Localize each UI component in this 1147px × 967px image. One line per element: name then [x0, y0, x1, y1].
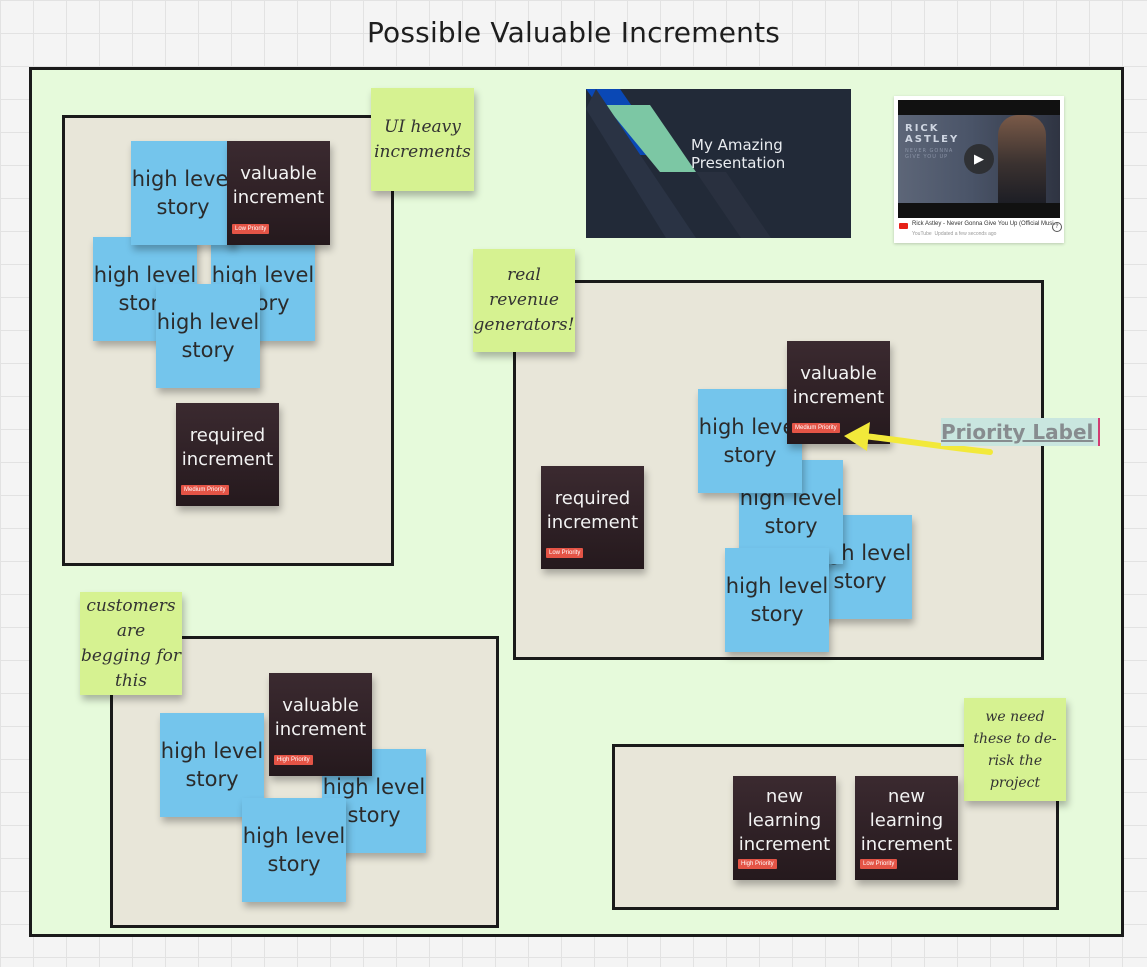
required-increment-card[interactable]: required increment Medium Priority: [176, 403, 279, 506]
video-meta: YouTube Updated a few seconds ago: [912, 231, 996, 237]
video-thumb-title: RICK ASTLEY: [905, 123, 960, 145]
presentation-title: My Amazing Presentation: [691, 136, 786, 172]
help-icon[interactable]: ?: [1052, 222, 1062, 232]
valuable-increment-card[interactable]: valuable increment High Priority: [269, 673, 372, 776]
card-text: valuable increment: [274, 694, 367, 740]
video-source: YouTube: [912, 231, 932, 237]
video-embed[interactable]: RICK ASTLEY NEVER GONNA GIVE YOU UP ▶ Ri…: [894, 96, 1064, 243]
note-revenue[interactable]: real revenue generators!: [473, 249, 575, 352]
video-thumbnail[interactable]: RICK ASTLEY NEVER GONNA GIVE YOU UP ▶: [898, 100, 1060, 218]
story-text: high level story: [156, 309, 260, 363]
story-card[interactable]: high level story: [156, 284, 260, 388]
board-title: Possible Valuable Increments: [366, 16, 781, 49]
story-text: high level story: [698, 414, 802, 468]
priority-label-callout[interactable]: Priority Label: [941, 418, 1100, 446]
story-card[interactable]: high level story: [160, 713, 264, 817]
card-text: valuable increment: [232, 163, 325, 208]
new-learning-increment-card[interactable]: new learning increment Low Priority: [855, 776, 958, 880]
note-derisk[interactable]: we need these to de-risk the project: [964, 698, 1066, 801]
story-card[interactable]: high level story: [242, 798, 346, 902]
story-text: high level story: [322, 774, 426, 828]
valuable-increment-card[interactable]: valuable increment Low Priority: [227, 141, 330, 245]
video-frame: RICK ASTLEY NEVER GONNA GIVE YOU UP ▶: [898, 115, 1060, 203]
priority-tag: Low Priority: [232, 224, 270, 234]
video-person: [998, 115, 1046, 203]
note-text: UI heavy increments: [374, 116, 471, 162]
presentation-embed[interactable]: My Amazing Presentation: [586, 89, 851, 238]
story-text: high level story: [725, 573, 829, 627]
story-card[interactable]: high level story: [698, 389, 802, 493]
note-text: customers are begging for this: [80, 595, 182, 691]
note-customers[interactable]: customers are begging for this: [80, 592, 182, 695]
presentation-graphic: [586, 89, 771, 238]
story-text: high level story: [160, 738, 264, 792]
note-text: we need these to de-risk the project: [973, 708, 1057, 791]
card-text: required increment: [181, 424, 274, 470]
priority-tag: Medium Priority: [181, 485, 229, 495]
note-ui-heavy[interactable]: UI heavy increments: [371, 88, 474, 191]
video-thumb-subtitle: NEVER GONNA GIVE YOU UP: [905, 148, 954, 160]
story-text: high level story: [242, 823, 346, 877]
play-icon[interactable]: ▶: [964, 144, 994, 174]
priority-tag: Low Priority: [860, 859, 898, 869]
card-text: new learning increment: [738, 786, 831, 855]
priority-tag: High Priority: [738, 859, 777, 869]
priority-tag: High Priority: [274, 755, 313, 765]
priority-tag: Low Priority: [546, 548, 584, 558]
valuable-increment-card[interactable]: valuable increment Medium Priority: [787, 341, 890, 444]
note-text: real revenue generators!: [473, 265, 575, 335]
card-text: required increment: [546, 487, 639, 533]
story-card[interactable]: high level story: [131, 141, 235, 245]
youtube-icon: [899, 223, 908, 229]
required-increment-card[interactable]: required increment Low Priority: [541, 466, 644, 569]
video-caption[interactable]: Rick Astley - Never Gonna Give You Up (O…: [912, 221, 1059, 227]
new-learning-increment-card[interactable]: new learning increment High Priority: [733, 776, 836, 880]
priority-tag: Medium Priority: [792, 423, 840, 433]
story-text: high level story: [131, 166, 235, 220]
card-text: new learning increment: [860, 786, 953, 855]
video-updated: Updated a few seconds ago: [934, 231, 997, 237]
story-card[interactable]: high level story: [725, 548, 829, 652]
card-text: valuable increment: [792, 362, 885, 408]
arrow-connector[interactable]: [840, 418, 995, 460]
